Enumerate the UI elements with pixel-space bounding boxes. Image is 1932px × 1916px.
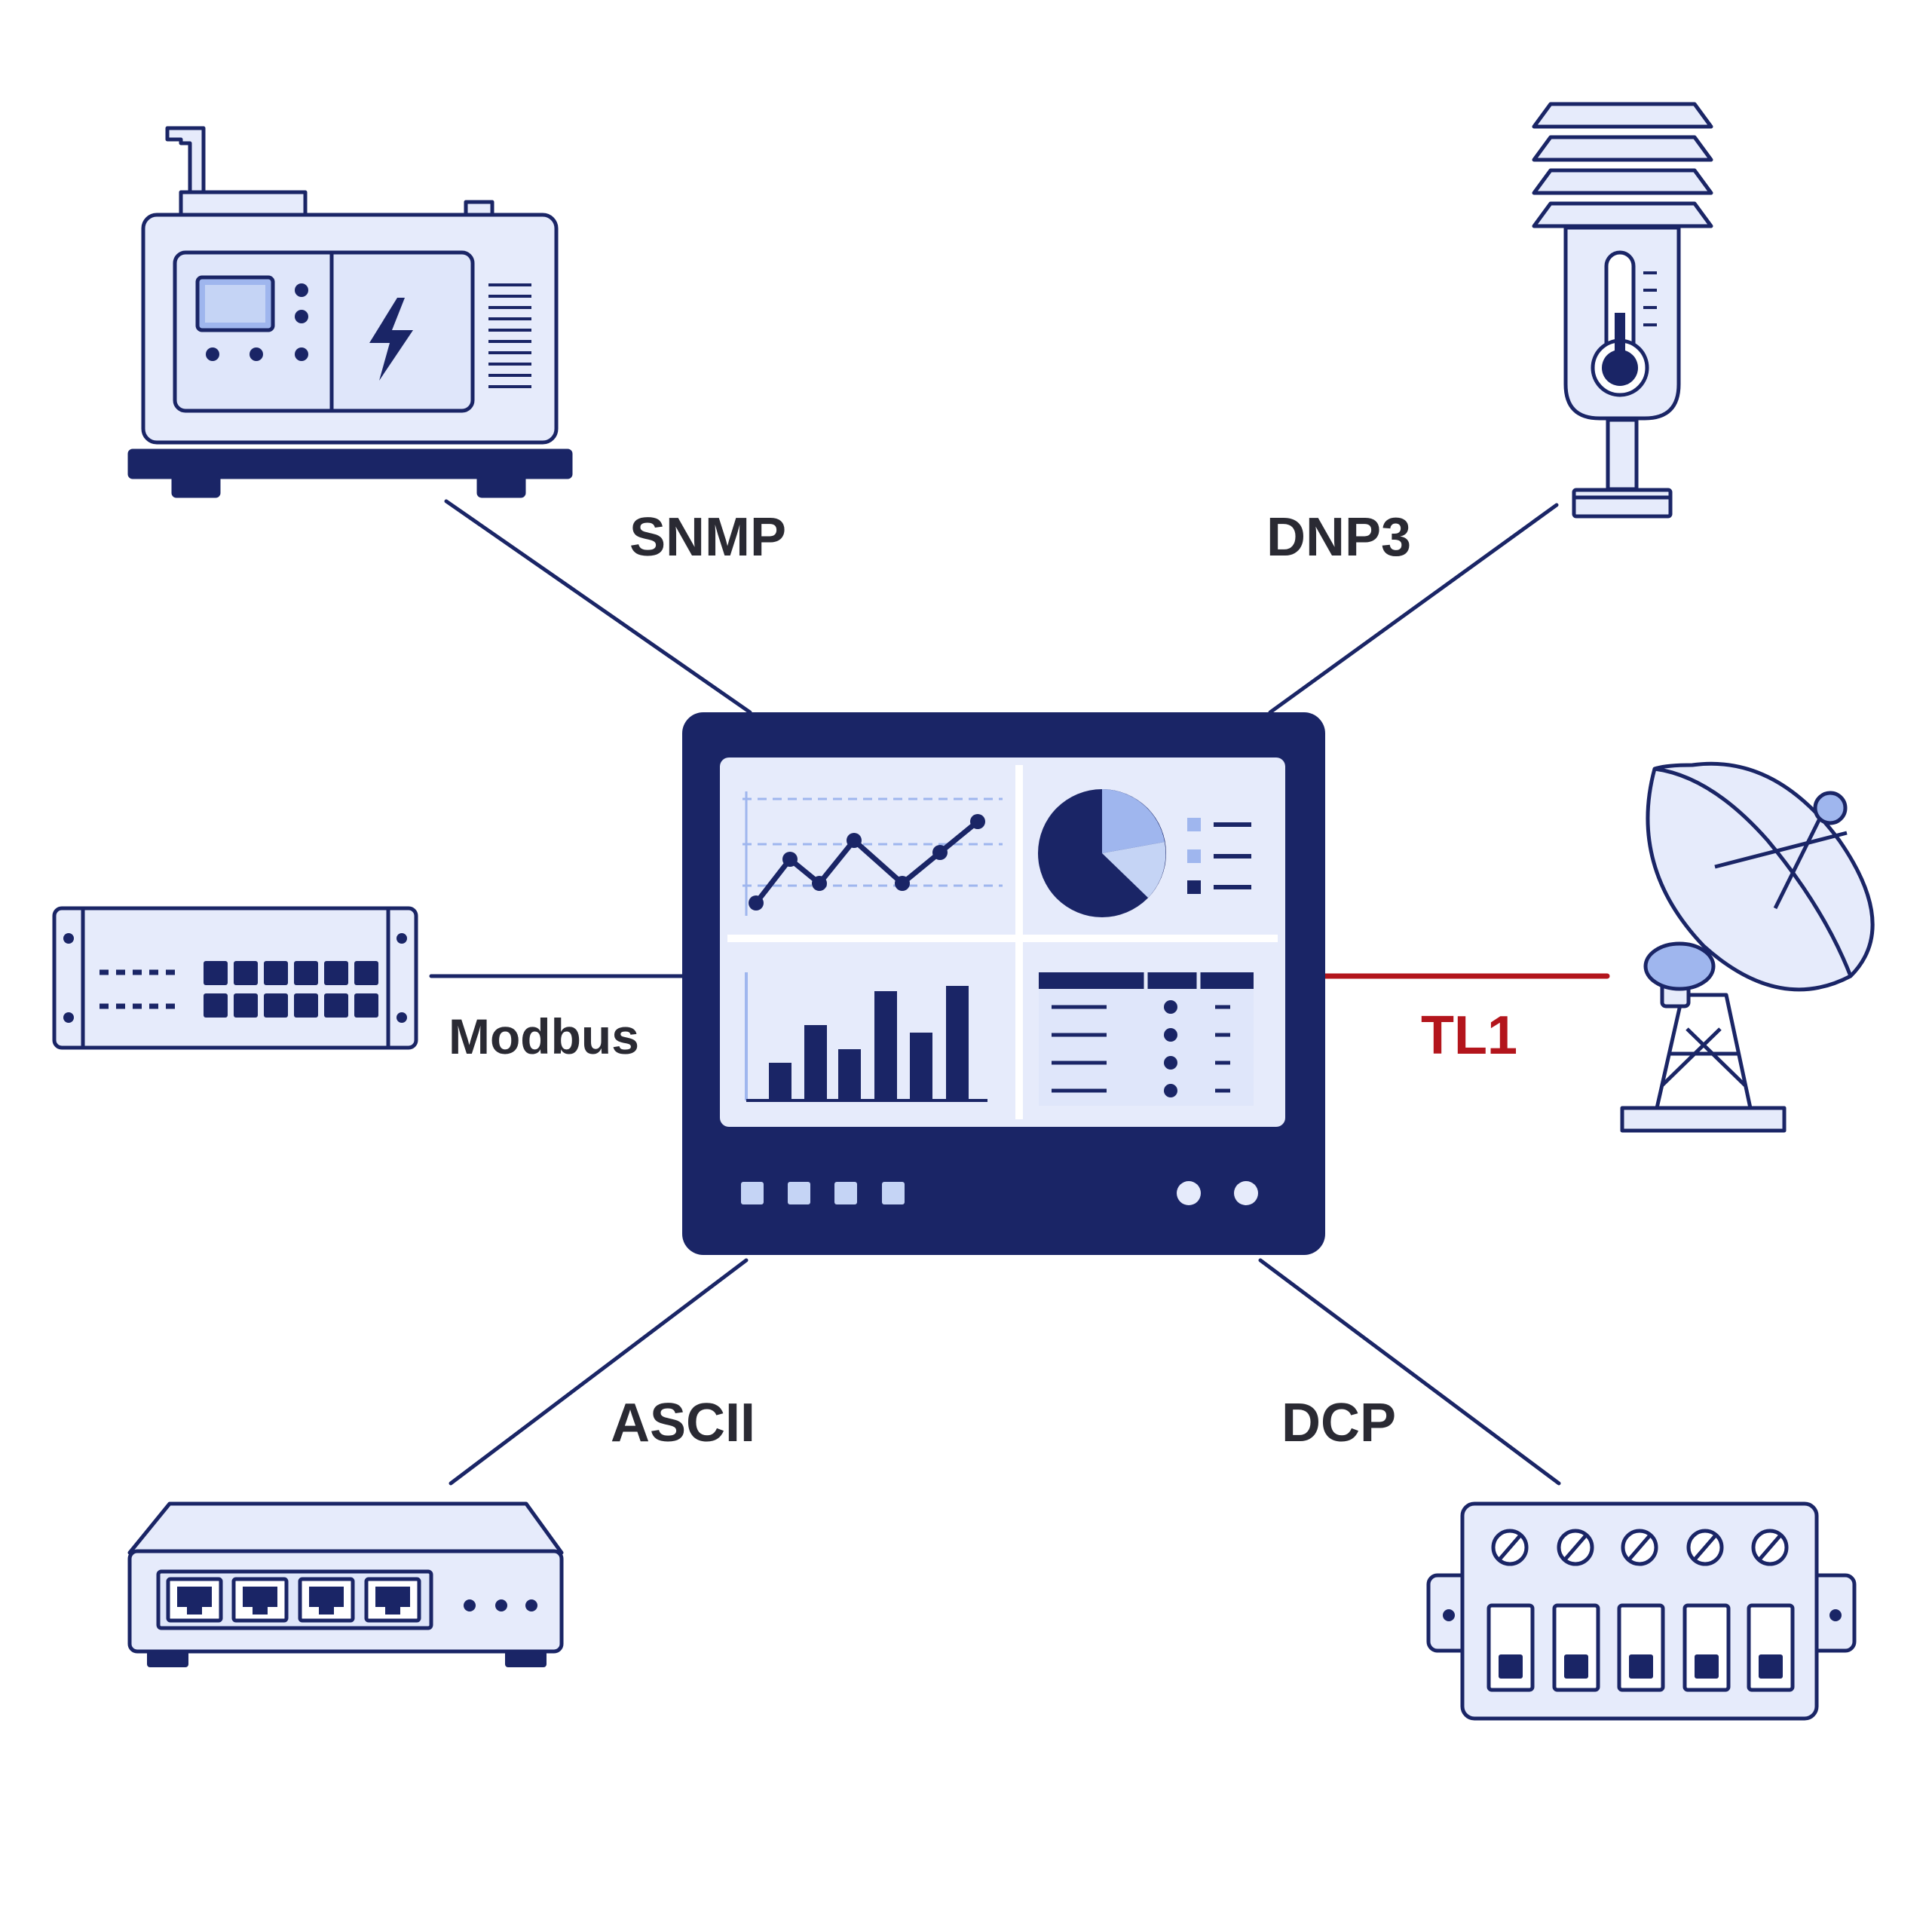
tl1-label: TL1: [1421, 1005, 1517, 1066]
dnp3-label: DNP3: [1266, 507, 1411, 568]
console-pie-chart: [1038, 789, 1251, 917]
dnp3-line: [1268, 503, 1559, 715]
ascii-line: [449, 1258, 749, 1486]
modbus-label: Modbus: [449, 1009, 639, 1064]
terminal-block-icon: [1426, 1501, 1857, 1721]
ascii-label: ASCII: [611, 1393, 755, 1453]
network-switch-icon: [127, 1501, 564, 1667]
console-line-chart: [742, 791, 1003, 916]
weather-sensor-icon: [1532, 102, 1713, 519]
console-bar-chart: [745, 972, 987, 1102]
rack-switch-icon: [52, 906, 418, 1050]
satellite-dish-icon: [1620, 761, 1875, 1133]
snmp-line: [444, 499, 752, 715]
generator-icon: [127, 126, 573, 498]
protocol-labels: SNMP DNP3 Modbus TL1 ASCII DCP: [449, 507, 1517, 1453]
dcp-label: DCP: [1281, 1393, 1396, 1453]
snmp-label: SNMP: [629, 507, 786, 568]
console-table: [1039, 972, 1254, 1106]
monitoring-console-icon: [682, 712, 1325, 1255]
dcp-line: [1258, 1258, 1561, 1486]
connector-lines: [429, 499, 1610, 1486]
console-indicators: [741, 1181, 1258, 1205]
